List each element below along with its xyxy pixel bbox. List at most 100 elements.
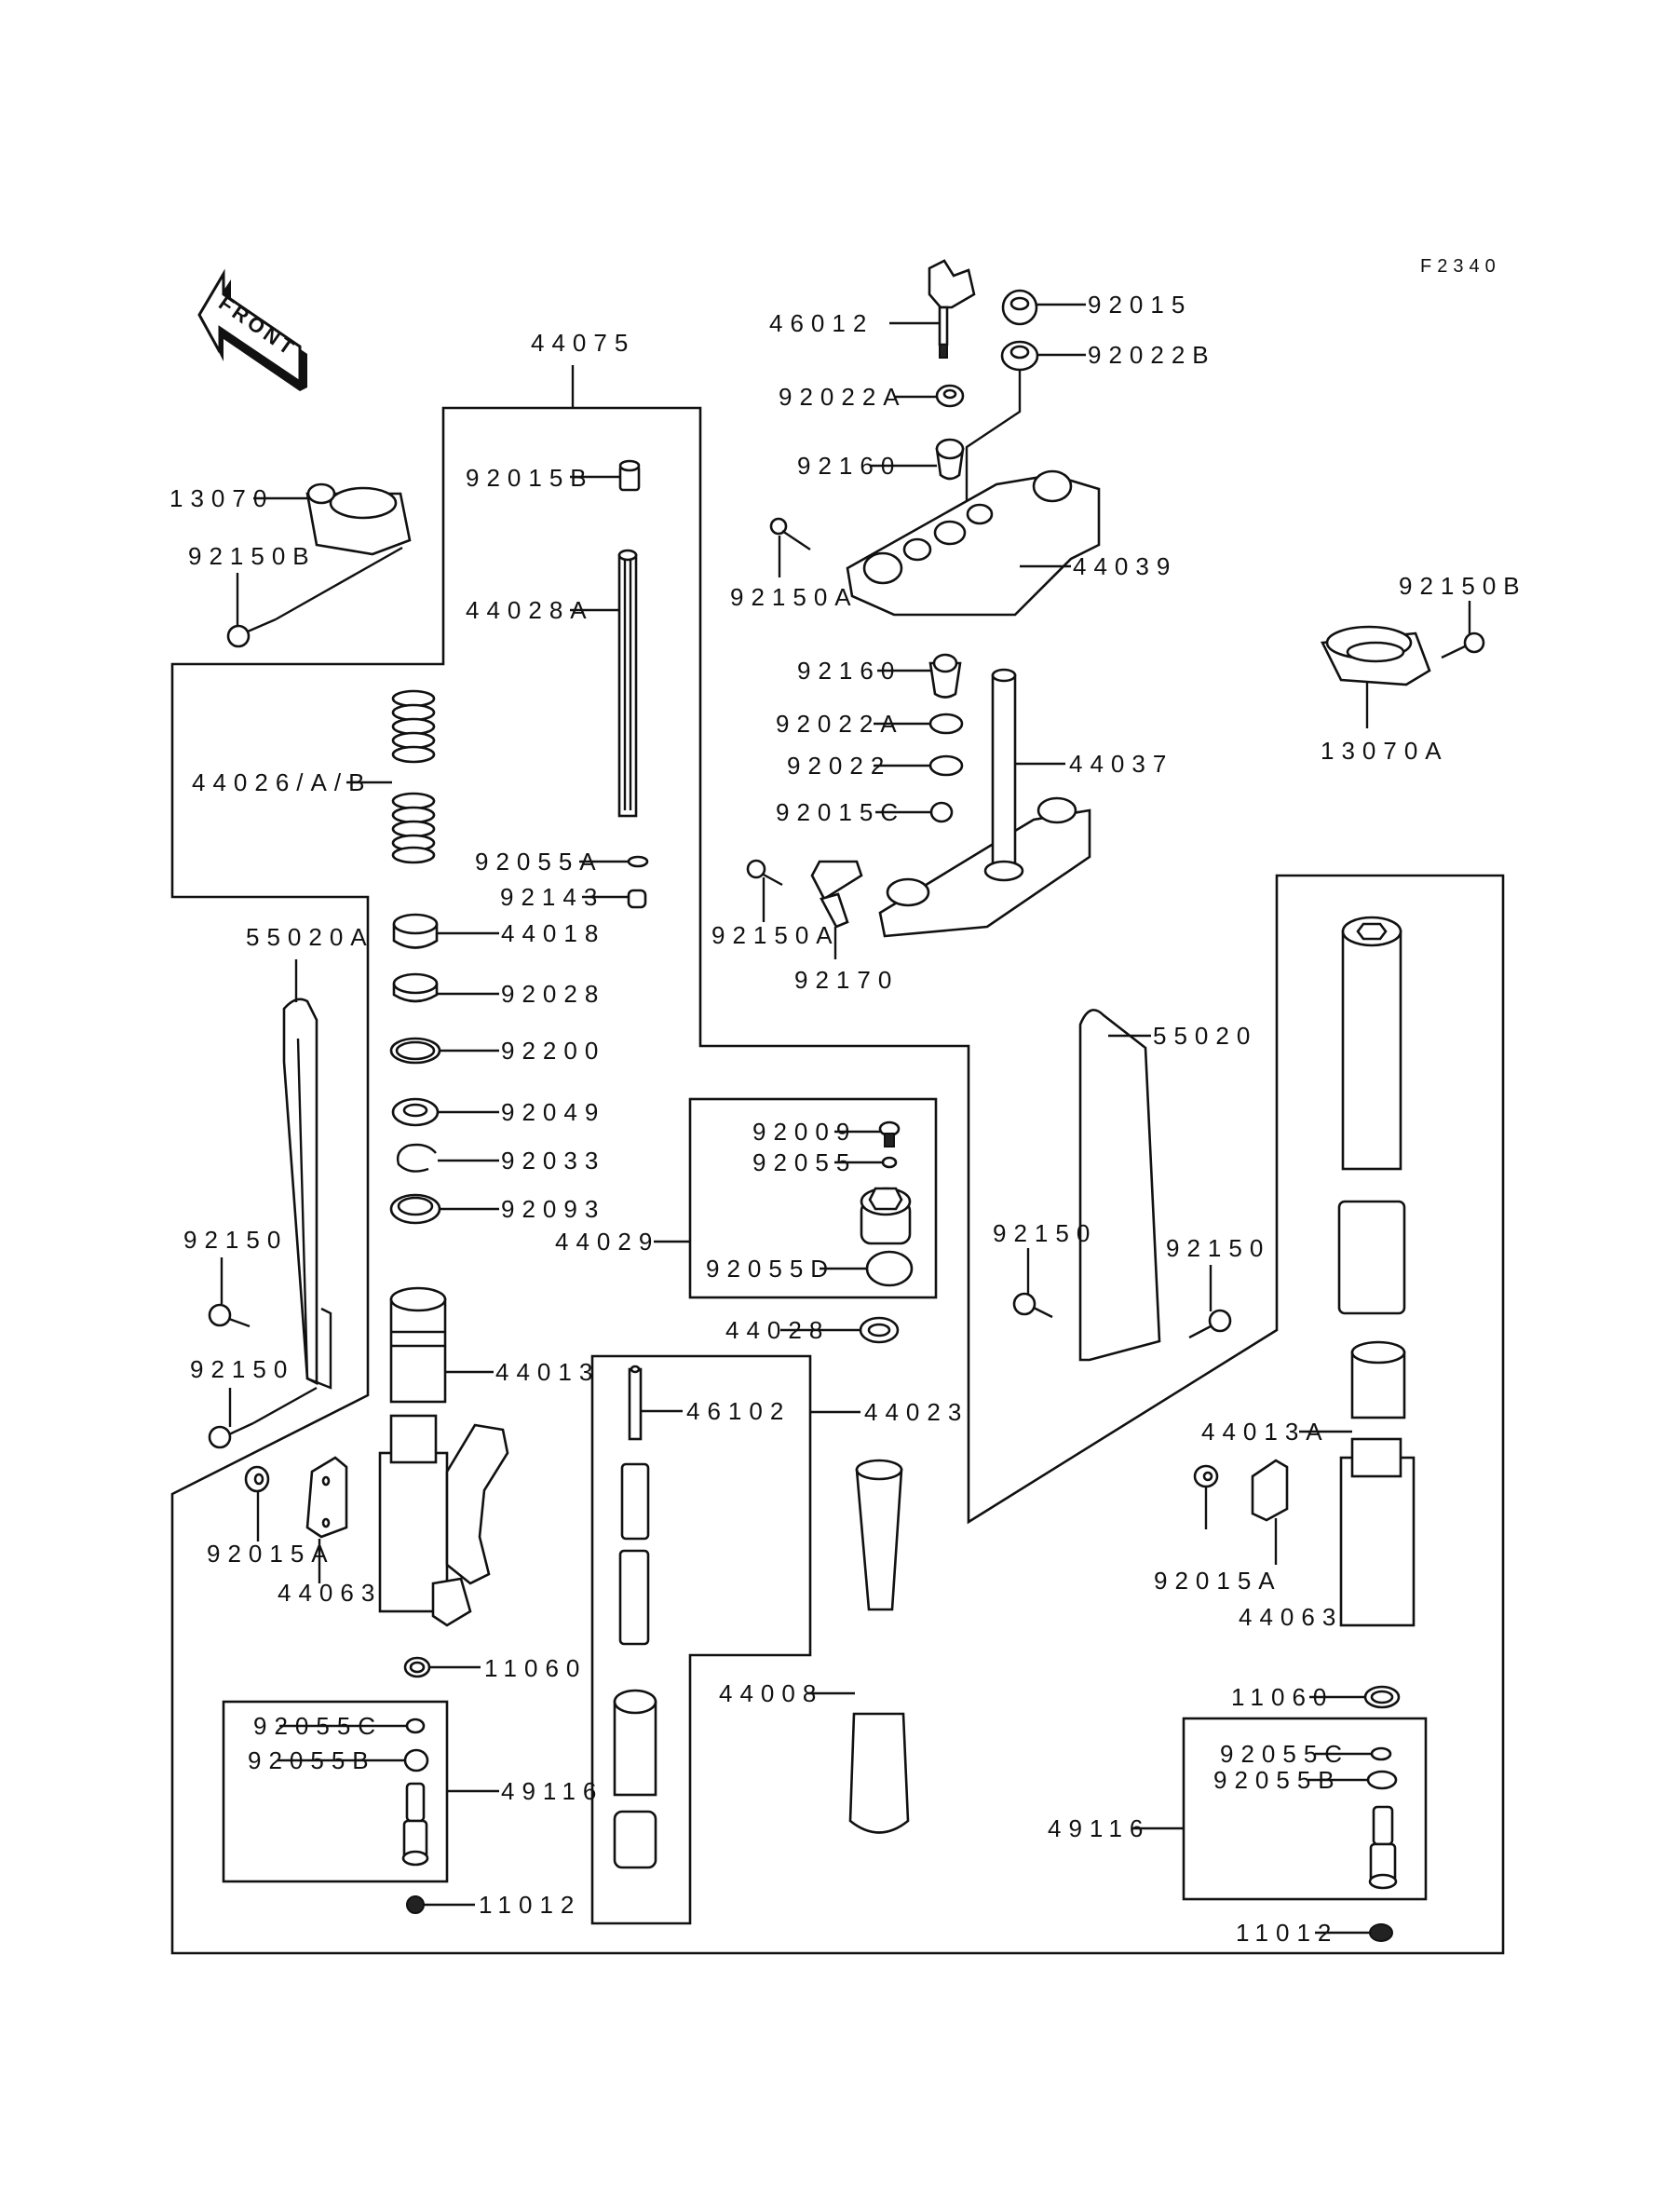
part-44028-cup[interactable] bbox=[859, 1316, 900, 1344]
part-46102-rod[interactable] bbox=[628, 1365, 643, 1441]
part-label-13070: 13070 bbox=[169, 484, 274, 512]
part-label-92015C: 92015C bbox=[776, 798, 905, 826]
part-92055D-oring[interactable] bbox=[865, 1250, 914, 1287]
part-label-44037: 44037 bbox=[1069, 750, 1173, 778]
part-92033-circlip[interactable] bbox=[396, 1143, 437, 1173]
part-92160-mid[interactable] bbox=[928, 653, 962, 699]
part-label-44075: 44075 bbox=[531, 329, 635, 357]
part-49116-valve-left[interactable] bbox=[401, 1782, 429, 1867]
part-44037-steering-stem[interactable] bbox=[878, 668, 1091, 938]
part-92150A-bolt-top[interactable] bbox=[769, 517, 811, 550]
part-13070A-clamp[interactable] bbox=[1320, 625, 1431, 686]
part-92055-oring[interactable] bbox=[881, 1156, 898, 1169]
part-fork-cap-bolt[interactable] bbox=[860, 1187, 912, 1245]
part-92055B-oring-left[interactable] bbox=[403, 1748, 429, 1772]
part-label-92022A-mid: 92022A bbox=[776, 710, 904, 738]
part-92150-bolt-b[interactable] bbox=[208, 1421, 254, 1449]
group-outline-49116-right bbox=[1182, 1717, 1428, 1901]
part-label-49116-left: 49116 bbox=[501, 1777, 603, 1805]
part-label-11012-left: 11012 bbox=[479, 1891, 581, 1919]
part-label-92055B-right: 92055B bbox=[1213, 1766, 1342, 1794]
part-11012-bolt-left[interactable] bbox=[406, 1895, 425, 1914]
part-label-92015: 92015 bbox=[1088, 291, 1192, 319]
part-92015B-nut[interactable] bbox=[618, 459, 641, 492]
part-44013A-inner-tube[interactable] bbox=[1350, 1340, 1406, 1419]
part-label-44026: 44026/A/B bbox=[192, 768, 372, 796]
part-92022-washer[interactable] bbox=[928, 754, 964, 777]
part-label-44023: 44023 bbox=[864, 1398, 969, 1426]
part-46012[interactable] bbox=[928, 259, 976, 359]
part-label-13070A: 13070A bbox=[1321, 737, 1449, 765]
part-92009-screw[interactable] bbox=[878, 1120, 901, 1148]
part-label-92150-b: 92150 bbox=[190, 1355, 294, 1383]
part-label-92055D: 92055D bbox=[706, 1255, 835, 1283]
part-92150B-bolt-left[interactable] bbox=[226, 618, 277, 648]
part-92150A-bolt-mid[interactable] bbox=[746, 859, 783, 887]
part-55020A-fork-guard[interactable] bbox=[282, 998, 332, 1390]
part-fork-outer-right[interactable] bbox=[1337, 916, 1406, 1315]
part-92055C-oring-left[interactable] bbox=[405, 1718, 426, 1734]
part-label-46012: 46012 bbox=[769, 309, 874, 337]
part-55020-fork-guard[interactable] bbox=[1078, 1009, 1161, 1362]
part-label-92150B-right: 92150B bbox=[1399, 572, 1527, 600]
part-92150-bolt-c[interactable] bbox=[1012, 1292, 1053, 1319]
part-label-92015A-left: 92015A bbox=[207, 1540, 335, 1568]
part-label-11060-right: 11060 bbox=[1231, 1683, 1334, 1711]
part-92022A-washer-mid[interactable] bbox=[928, 713, 964, 735]
part-92143-collar[interactable] bbox=[627, 889, 647, 909]
part-92150B-bolt-right[interactable] bbox=[1441, 631, 1485, 659]
part-92200-washer[interactable] bbox=[389, 1037, 441, 1065]
part-92055C-oring-right[interactable] bbox=[1370, 1746, 1392, 1761]
part-label-44008: 44008 bbox=[719, 1679, 823, 1707]
part-label-92093: 92093 bbox=[501, 1195, 605, 1223]
part-label-92055A: 92055A bbox=[475, 848, 603, 876]
part-44028A-rod[interactable] bbox=[617, 549, 638, 818]
part-label-92028: 92028 bbox=[501, 980, 605, 1008]
part-92055B-oring-right[interactable] bbox=[1366, 1770, 1398, 1790]
group-outline-44029 bbox=[688, 1097, 938, 1299]
part-11012-bolt-right[interactable] bbox=[1369, 1923, 1393, 1942]
part-label-92015B: 92015B bbox=[466, 464, 594, 492]
part-92022B-washer[interactable] bbox=[1000, 340, 1039, 372]
part-92022A-washer-top[interactable] bbox=[935, 384, 965, 408]
part-44039-upper-bracket[interactable] bbox=[846, 469, 1101, 617]
part-label-49116-right: 49116 bbox=[1048, 1814, 1150, 1842]
part-label-44013A: 44013A bbox=[1201, 1418, 1330, 1446]
part-label-92160-top: 92160 bbox=[797, 452, 901, 480]
part-44023-damper[interactable] bbox=[613, 1462, 657, 1869]
part-label-11012-right: 11012 bbox=[1236, 1919, 1338, 1947]
part-label-92150-d: 92150 bbox=[1166, 1234, 1270, 1262]
part-92028-ring[interactable] bbox=[392, 972, 439, 1003]
part-13070-clamp[interactable] bbox=[305, 482, 412, 556]
part-92015C-nut[interactable] bbox=[929, 801, 954, 823]
part-label-44063-right: 44063 bbox=[1239, 1603, 1343, 1631]
part-label-44028: 44028 bbox=[725, 1316, 830, 1344]
part-label-92022A-top: 92022A bbox=[779, 383, 907, 411]
part-92150-bolt-a[interactable] bbox=[208, 1303, 251, 1328]
part-44026-spring[interactable] bbox=[391, 689, 436, 864]
part-92015-nut[interactable] bbox=[1001, 289, 1038, 326]
part-49116-valve-right[interactable] bbox=[1368, 1805, 1398, 1890]
part-92049-seal[interactable] bbox=[391, 1097, 440, 1127]
front-arrow-icon: FRONT bbox=[197, 268, 307, 391]
part-label-92015A-right: 92015A bbox=[1154, 1567, 1282, 1595]
part-92150-bolt-d[interactable] bbox=[1188, 1309, 1232, 1339]
part-11060-washer-left[interactable] bbox=[403, 1656, 431, 1678]
part-44063-holder-right[interactable] bbox=[1251, 1459, 1289, 1522]
part-92015A-nut-left[interactable] bbox=[244, 1465, 270, 1493]
part-92055A-oring[interactable] bbox=[627, 855, 649, 868]
part-92093-seal[interactable] bbox=[389, 1193, 441, 1225]
part-44008-outer-tube[interactable] bbox=[848, 1459, 910, 1834]
part-axle-holder-left[interactable] bbox=[378, 1414, 509, 1627]
part-label-55020: 55020 bbox=[1153, 1022, 1257, 1050]
part-label-92055B-left: 92055B bbox=[248, 1746, 376, 1774]
part-92170-bracket[interactable] bbox=[810, 860, 863, 929]
part-11060-washer-right[interactable] bbox=[1363, 1685, 1401, 1709]
part-44018-ring[interactable] bbox=[392, 913, 439, 949]
part-axle-holder-right[interactable] bbox=[1339, 1437, 1416, 1627]
part-44063-holder-left[interactable] bbox=[305, 1456, 348, 1539]
part-92015A-nut-right[interactable] bbox=[1193, 1464, 1219, 1488]
part-44013-inner-tube[interactable] bbox=[389, 1286, 447, 1404]
part-92160-top[interactable] bbox=[935, 438, 965, 481]
